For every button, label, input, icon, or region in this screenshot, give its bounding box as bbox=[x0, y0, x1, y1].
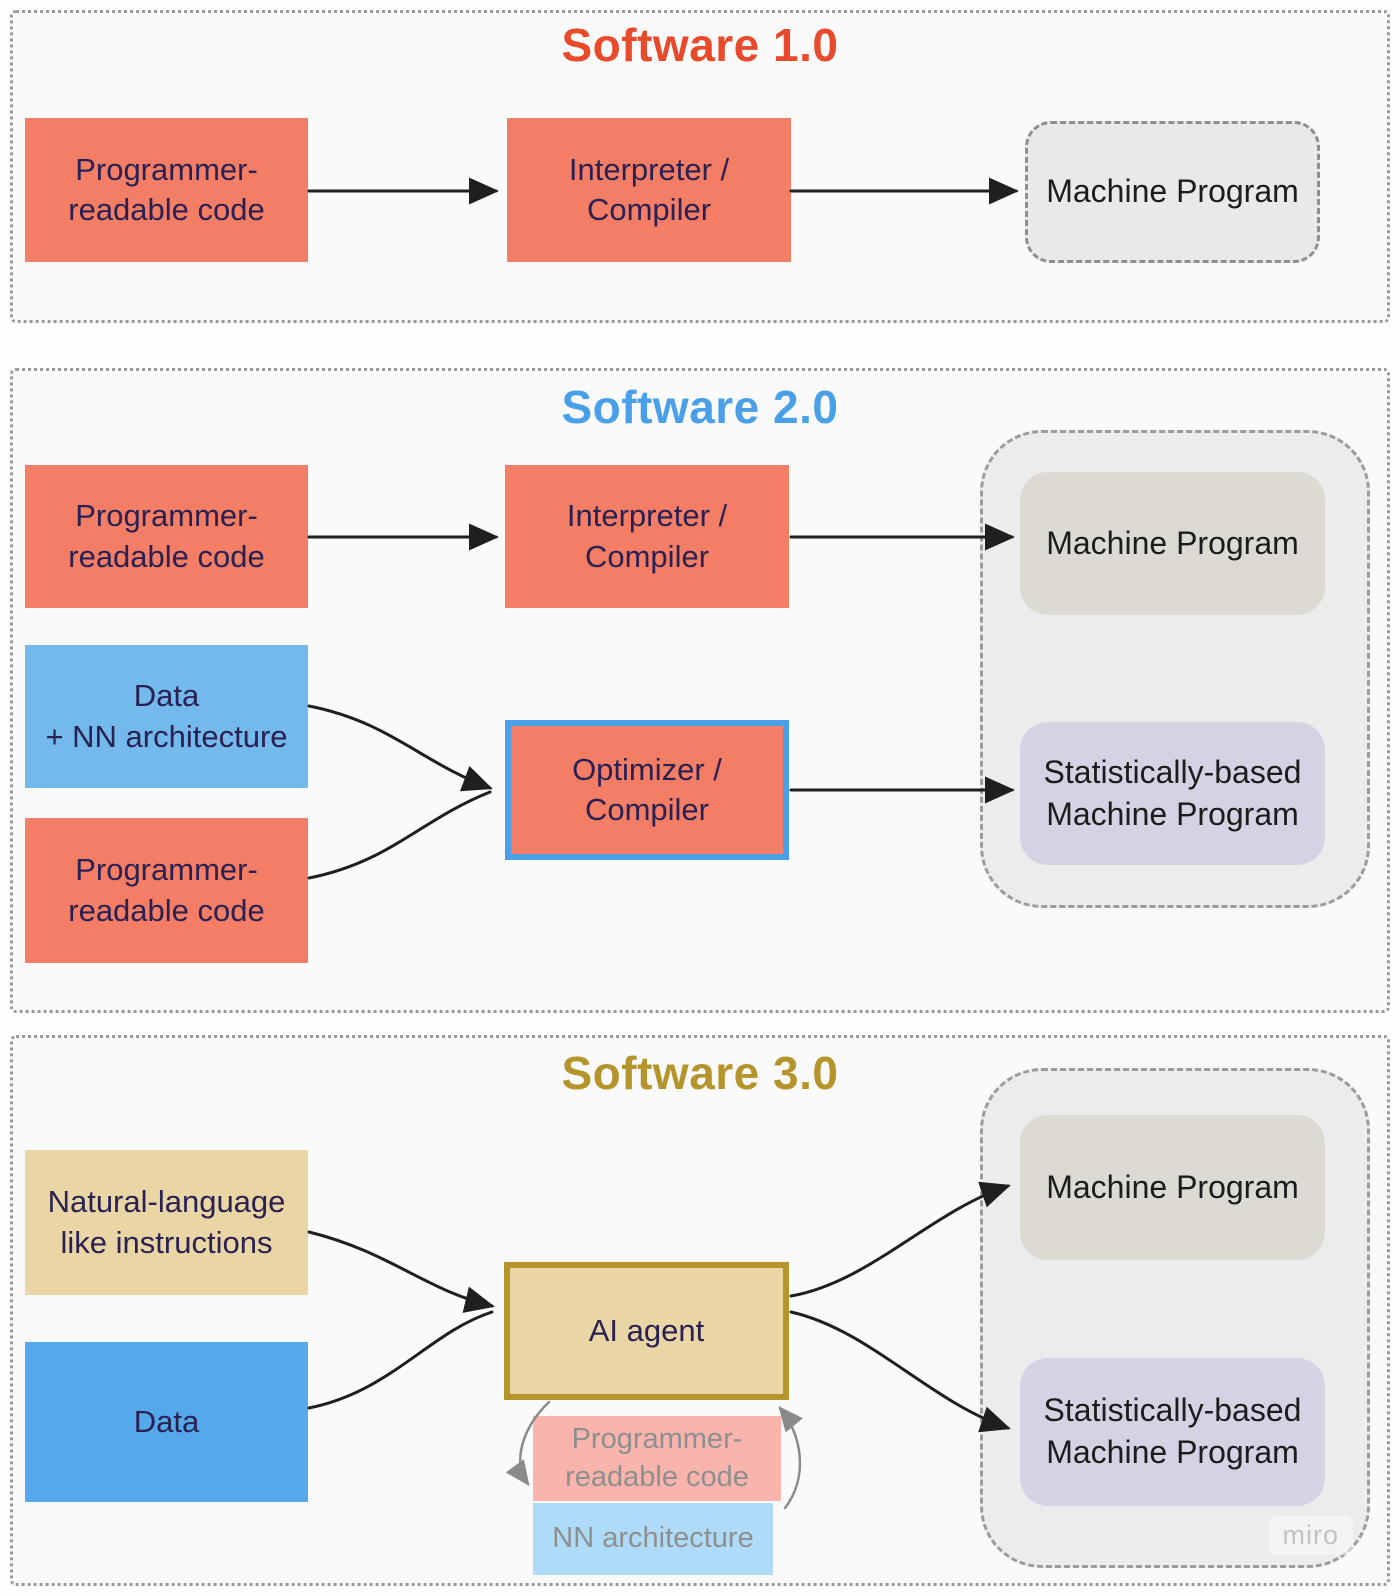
node-label: Programmer- readable code bbox=[565, 1422, 749, 1493]
node-nn-architecture[interactable]: NN architecture bbox=[533, 1503, 773, 1575]
node-natural-language-instructions[interactable]: Natural-language like instructions bbox=[25, 1150, 308, 1295]
node-programmer-readable-code-1[interactable]: Programmer- readable code bbox=[25, 118, 308, 262]
node-label: Machine Program bbox=[1046, 173, 1299, 210]
software-3-title: Software 3.0 bbox=[561, 1047, 839, 1099]
node-programmer-readable-code-3[interactable]: Programmer- readable code bbox=[533, 1416, 781, 1501]
node-label: Optimizer / Compiler bbox=[572, 751, 722, 827]
node-label: Natural-language like instructions bbox=[47, 1184, 286, 1260]
node-data-nn-architecture[interactable]: Data + NN architecture bbox=[25, 645, 308, 788]
node-label: NN architecture bbox=[552, 1522, 754, 1555]
node-label: Machine Program bbox=[1046, 524, 1299, 561]
node-label: Programmer- readable code bbox=[68, 498, 265, 574]
node-label: AI agent bbox=[588, 1312, 705, 1348]
node-machine-program-3[interactable]: Machine Program bbox=[1020, 1115, 1325, 1260]
node-programmer-readable-code-2b[interactable]: Programmer- readable code bbox=[25, 818, 308, 963]
software-1-title: Software 1.0 bbox=[561, 19, 839, 71]
node-label: Interpreter / Compiler bbox=[566, 498, 728, 574]
node-label: Programmer- readable code bbox=[68, 852, 265, 928]
node-interpreter-compiler-2[interactable]: Interpreter / Compiler bbox=[505, 465, 789, 608]
miro-watermark: miro bbox=[1268, 1516, 1353, 1555]
node-label: Statistically-based Machine Program bbox=[1043, 1392, 1302, 1470]
node-label: Programmer- readable code bbox=[68, 151, 265, 227]
node-label: Data bbox=[133, 1403, 200, 1439]
node-label: Statistically-based Machine Program bbox=[1043, 753, 1302, 832]
node-data[interactable]: Data bbox=[25, 1342, 308, 1502]
node-optimizer-compiler[interactable]: Optimizer / Compiler bbox=[505, 720, 789, 860]
node-label: Machine Program bbox=[1046, 1168, 1299, 1205]
node-machine-program-2[interactable]: Machine Program bbox=[1020, 472, 1325, 615]
software-2-title: Software 2.0 bbox=[561, 381, 839, 433]
node-label: Data + NN architecture bbox=[45, 678, 288, 754]
node-label: Interpreter / Compiler bbox=[568, 151, 730, 227]
node-statistical-machine-program-2[interactable]: Statistically-based Machine Program bbox=[1020, 722, 1325, 865]
node-machine-program-1[interactable]: Machine Program bbox=[1025, 121, 1320, 263]
node-ai-agent[interactable]: AI agent bbox=[504, 1262, 789, 1400]
node-programmer-readable-code-2a[interactable]: Programmer- readable code bbox=[25, 465, 308, 608]
node-interpreter-compiler-1[interactable]: Interpreter / Compiler bbox=[507, 118, 791, 262]
node-statistical-machine-program-3[interactable]: Statistically-based Machine Program bbox=[1020, 1358, 1325, 1506]
